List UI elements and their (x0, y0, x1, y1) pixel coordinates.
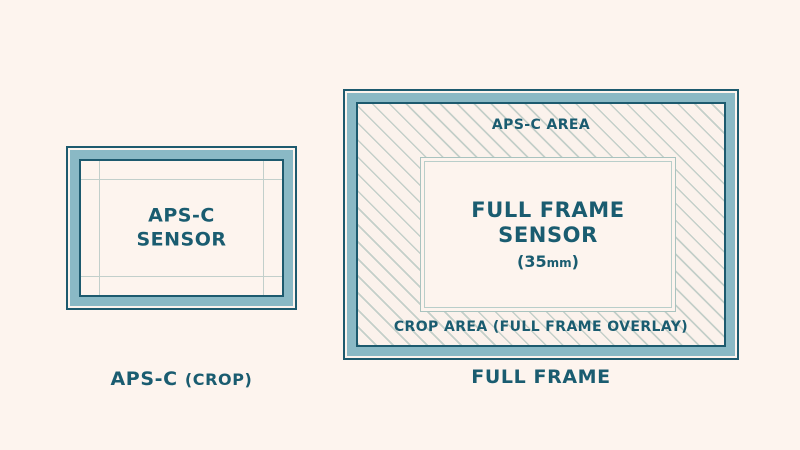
fullframe-crop-hatch-area: APS-C AREA FULL FRAME SENSOR (35mm) CROP… (358, 104, 724, 345)
apsc-bottom-caption-main: APS-C (110, 368, 185, 390)
crop-area-caption: CROP AREA (FULL FRAME OVERLAY) (393, 319, 689, 335)
apsc-corner-bracket-top-left-icon (79, 159, 92, 172)
fullframe-sensor-label-line1: FULL FRAME (471, 197, 625, 222)
apsc-corner-bracket-bottom-left-icon (79, 284, 92, 297)
apsc-frame-band (70, 150, 293, 306)
apsc-area-caption: APS-C AREA (491, 117, 591, 133)
fullframe-sensor-note: (35mm) (421, 252, 675, 272)
apsc-guide-line-left (99, 161, 100, 295)
apsc-bottom-caption: APS-C (CROP) (66, 368, 297, 390)
apsc-sensor-field: APS-C SENSOR (81, 161, 282, 295)
fullframe-frame-inner-rule (356, 102, 726, 347)
apsc-guide-line-top (81, 179, 282, 180)
apsc-sensor-label-line1: APS-C (148, 204, 215, 227)
apsc-guide-line-bottom (81, 276, 282, 277)
apsc-frame-inner-rule (79, 159, 284, 297)
apsc-bottom-caption-paren: (CROP) (184, 370, 253, 389)
fullframe-sensor-label-line2: SENSOR (498, 223, 598, 248)
fullframe-frame-band (347, 93, 735, 356)
fullframe-sensor-note-unit: mm (546, 255, 572, 270)
fullframe-sensor-note-open: (35 (517, 251, 547, 271)
apsc-sensor-label: APS-C SENSOR (81, 204, 282, 251)
fullframe-camera-frame: APS-C AREA FULL FRAME SENSOR (35mm) CROP… (343, 89, 739, 360)
apsc-sensor-label-line2: SENSOR (136, 228, 227, 250)
apsc-guide-line-right (263, 161, 264, 295)
apsc-corner-bracket-top-right-icon (271, 159, 284, 172)
fullframe-sensor-box: FULL FRAME SENSOR (35mm) (420, 157, 676, 312)
fullframe-sensor-note-close: ) (571, 251, 579, 271)
fullframe-sensor-label: FULL FRAME SENSOR (35mm) (421, 198, 675, 272)
fullframe-bottom-caption: FULL FRAME (471, 366, 611, 388)
apsc-corner-bracket-bottom-right-icon (271, 284, 284, 297)
apsc-camera-frame: APS-C SENSOR (66, 146, 297, 310)
